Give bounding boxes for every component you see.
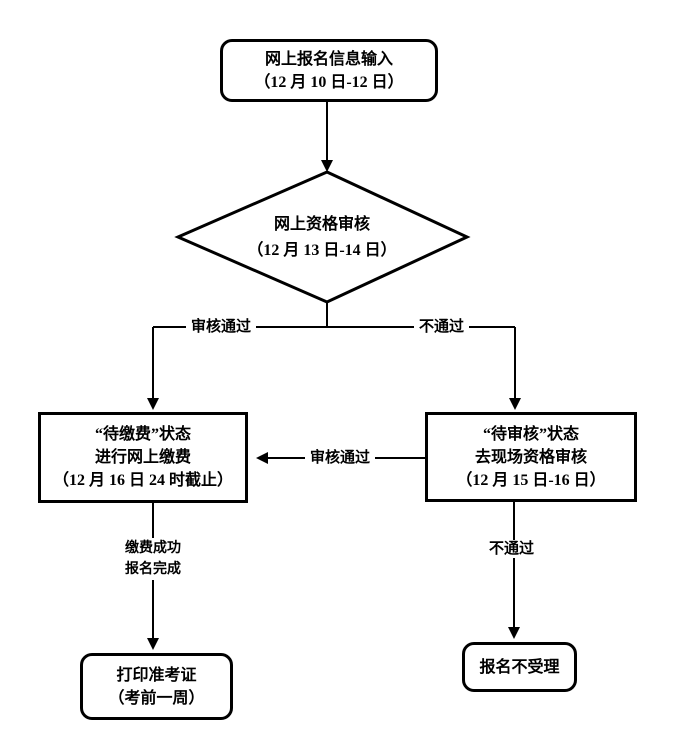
edge-label-onsite-pass: 审核通过 <box>305 449 376 467</box>
node-review: 网上资格审核 （12 月 13 日-14 日） <box>212 205 432 271</box>
node-pay: “待缴费”状态 进行网上缴费 （12 月 16 日 24 时截止） <box>38 412 248 503</box>
node-start: 网上报名信息输入 （12 月 10 日-12 日） <box>220 39 438 102</box>
node-review-line2: （12 月 13 日-14 日） <box>247 242 397 259</box>
node-print-line1: 打印准考证 <box>116 666 197 684</box>
arrowhead-onsite-to-pay <box>256 452 268 464</box>
arrowhead-fail-to-onsite <box>509 398 521 410</box>
node-start-line1: 网上报名信息输入 <box>264 50 393 68</box>
node-onsite-line2: 去现场资格审核 <box>474 448 587 466</box>
node-onsite-line1: “待审核”状态 <box>482 425 579 443</box>
edge-label-review-pass: 审核通过 <box>186 318 257 336</box>
node-pay-line2: 进行网上缴费 <box>94 449 191 466</box>
edge-label-pay-done-line2: 报名完成 <box>125 562 181 577</box>
node-pay-line1: “待缴费”状态 <box>94 426 191 443</box>
node-pay-line3: （12 月 16 日 24 时截止） <box>52 472 233 489</box>
edge-label-pay-done: 缴费成功 报名完成 <box>117 538 189 580</box>
arrowhead-pass-to-pay <box>147 398 159 410</box>
edge-label-pay-done-line1: 缴费成功 <box>125 541 181 556</box>
node-print: 打印准考证 （考前一周） <box>80 653 233 720</box>
node-onsite: “待审核”状态 去现场资格审核 （12 月 15 日-16 日） <box>425 412 637 502</box>
node-review-line1: 网上资格审核 <box>273 216 370 233</box>
node-onsite-line3: （12 月 15 日-16 日） <box>456 471 606 489</box>
node-print-line2: （考前一周） <box>108 689 205 707</box>
arrowhead-pay-to-print <box>147 638 159 650</box>
node-reject: 报名不受理 <box>462 642 577 692</box>
edge-label-review-fail: 不通过 <box>414 318 470 336</box>
arrowhead-onsite-to-reject <box>508 627 520 639</box>
edge-label-onsite-fail: 不通过 <box>484 540 540 558</box>
node-reject-line1: 报名不受理 <box>479 658 560 676</box>
arrowhead-start-to-review <box>321 160 333 172</box>
node-start-line2: （12 月 10 日-12 日） <box>254 73 404 91</box>
